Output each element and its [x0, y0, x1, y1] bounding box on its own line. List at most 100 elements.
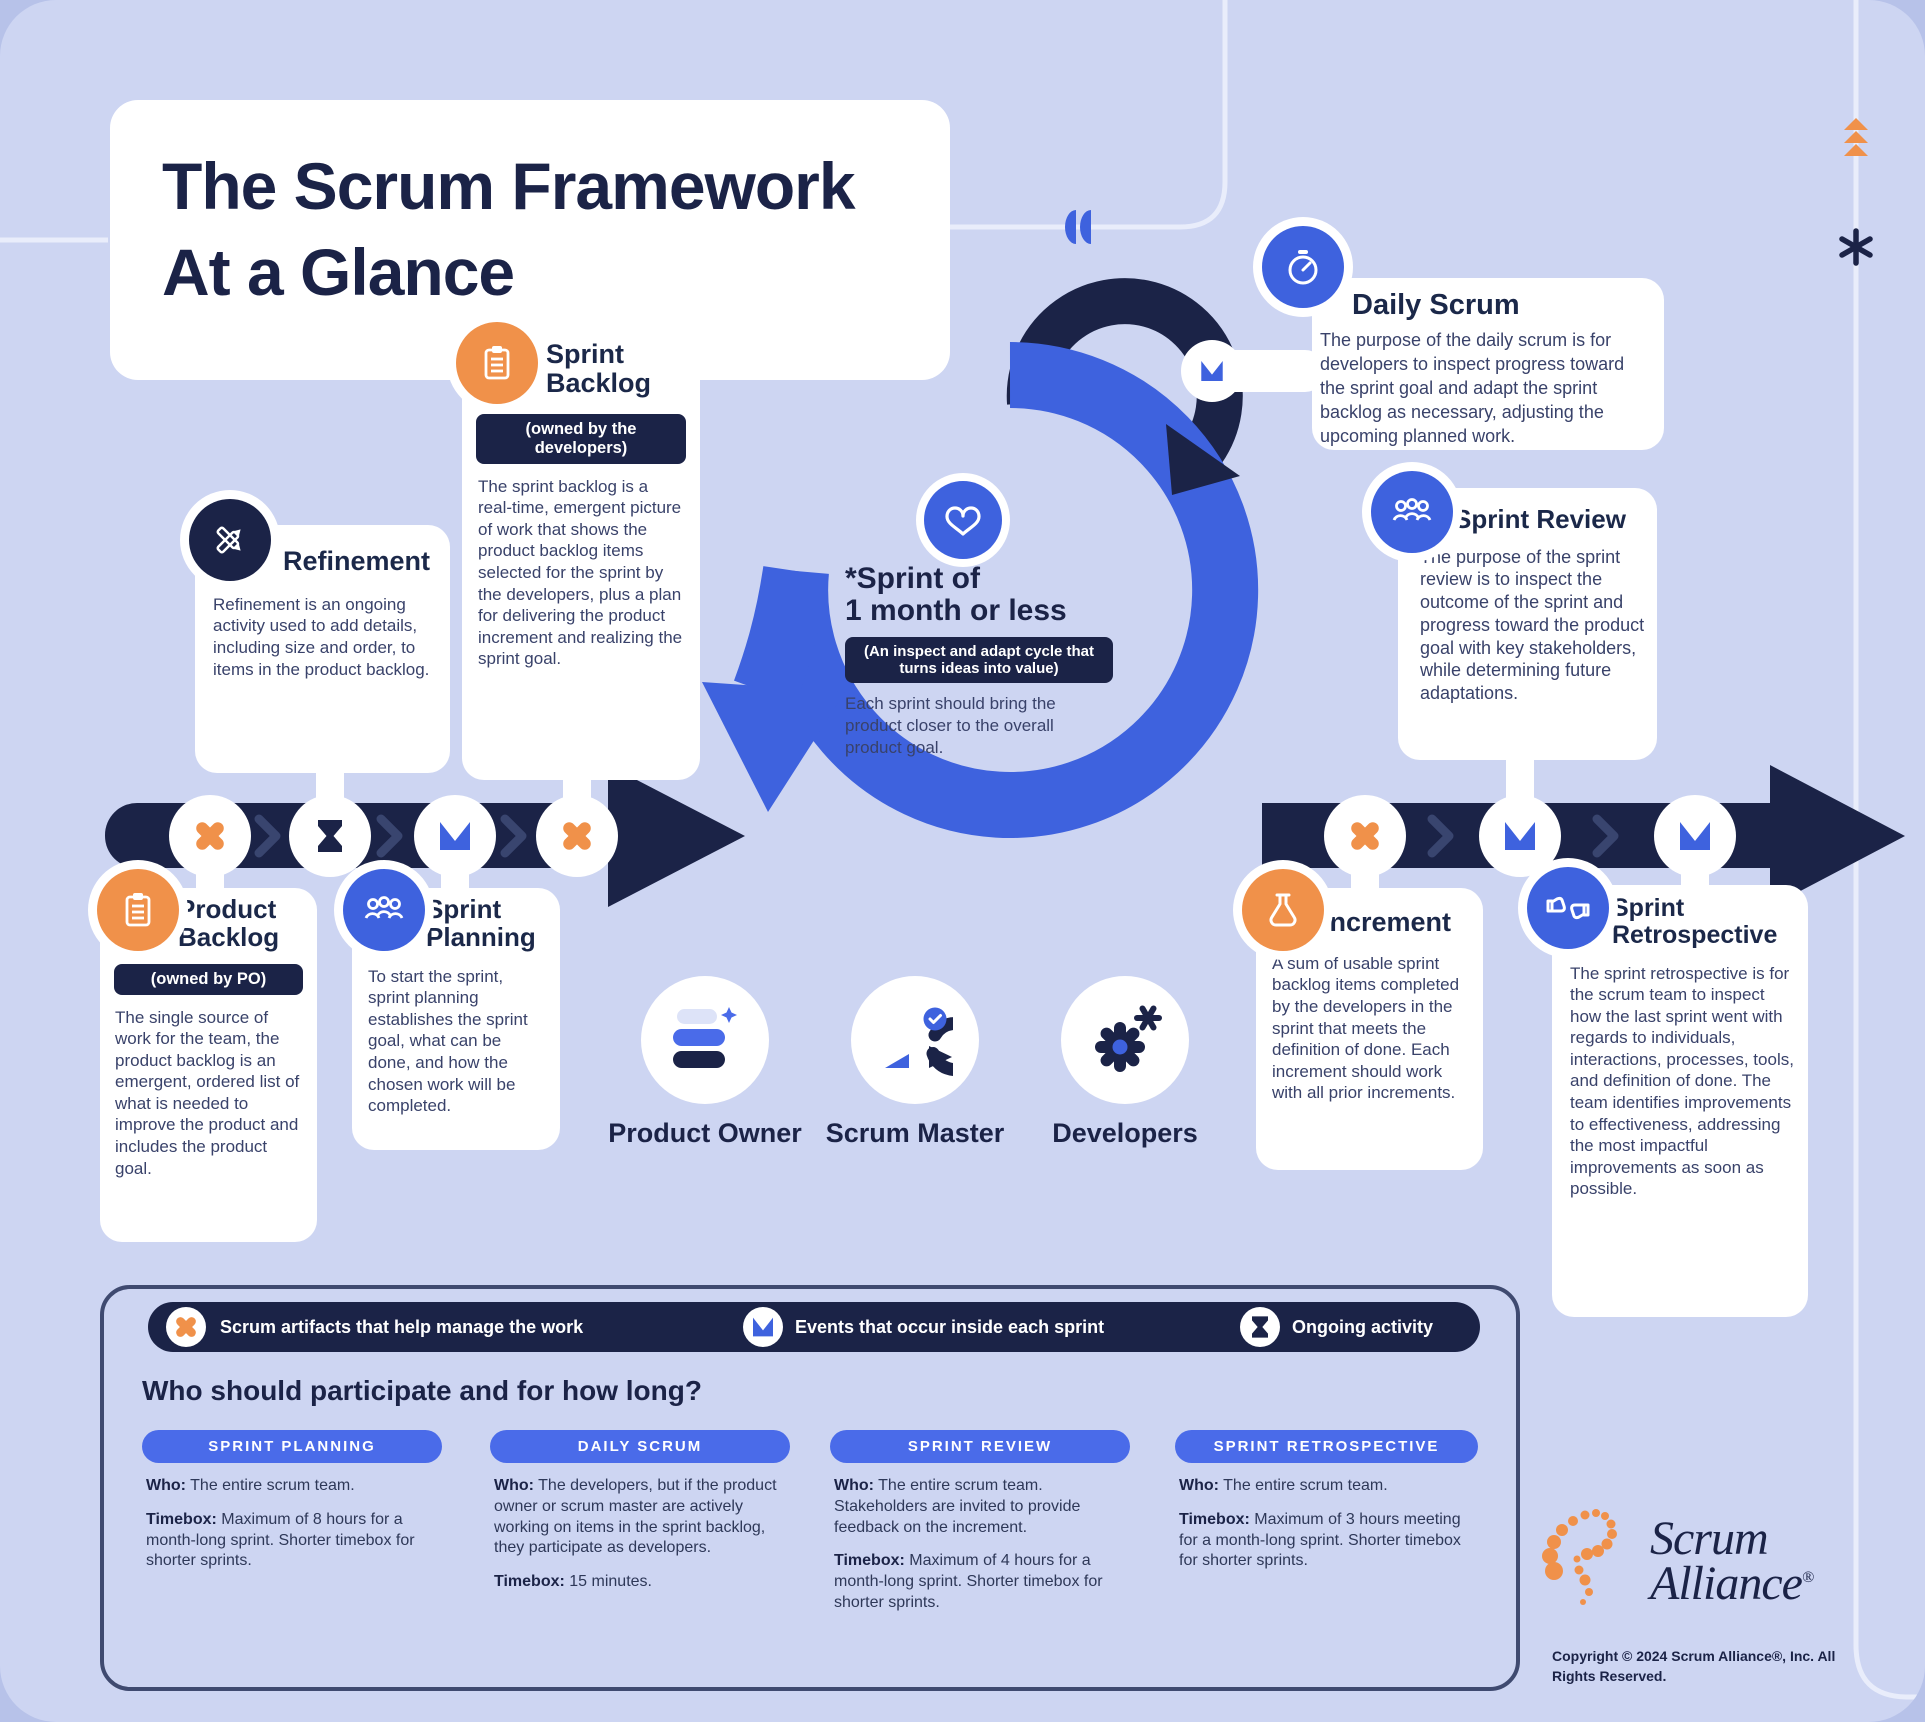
clipboard-icon	[97, 869, 179, 951]
timeline-chevrons	[254, 814, 1619, 858]
participation-col-sprint-retrospective: SPRINT RETROSPECTIVE Who: The entire scr…	[1175, 1430, 1478, 1572]
who-label: Who:	[834, 1477, 874, 1494]
copyright-text: Copyright © 2024 Scrum Alliance®, Inc. A…	[1552, 1648, 1836, 1685]
scrum-loop-check-icon	[885, 1007, 953, 1076]
brand-line2-wrap: Alliance®	[1650, 1560, 1814, 1608]
refinement-title: Refinement	[283, 546, 431, 576]
sprint-cycle-body: Each sprint should bring the product clo…	[845, 694, 1056, 758]
daily-scrum-pill: DAILY SCRUM	[490, 1430, 790, 1463]
increment-title: Increment	[1322, 907, 1452, 937]
thumbs-up-down-icon	[1527, 867, 1609, 949]
who-value: The developers, but if the product owner…	[494, 1477, 777, 1557]
sprint-retrospective-who: Who: The entire scrum team.	[1179, 1476, 1474, 1497]
registered-mark: ®	[1801, 1569, 1814, 1586]
sprint-cycle-title-line1: *Sprint of	[845, 562, 980, 595]
page-title-line2: At a Glance	[162, 234, 515, 309]
sprint-retrospective-timebox: Timebox: Maximum of 3 hours meeting for …	[1179, 1510, 1474, 1572]
artifact-x-icon	[563, 822, 591, 850]
event-flag-icon	[1201, 361, 1223, 381]
brand-line1: Scrum	[1650, 1511, 1769, 1565]
hourglass-icon	[1240, 1307, 1280, 1347]
scrum-alliance-wordmark: Scrum Alliance®	[1650, 1511, 1814, 1608]
sprint-cycle-note-badge: (An inspect and adapt cycle that turns i…	[845, 636, 1113, 684]
timeline-node-sprint-backlog-artifact	[536, 795, 618, 877]
product-backlog-title: Product Backlog	[178, 894, 280, 952]
participation-col-daily-scrum: DAILY SCRUM Who: The developers, but if …	[490, 1430, 790, 1593]
event-flag-icon	[1505, 822, 1535, 850]
sprint-backlog-body: The sprint backlog is a real-time, emerg…	[478, 476, 683, 669]
participation-col-sprint-planning: SPRINT PLANNING Who: The entire scrum te…	[142, 1430, 442, 1572]
daily-scrum-timebox: Timebox: 15 minutes.	[494, 1572, 786, 1593]
developers-label: Developers	[1052, 1118, 1198, 1148]
daily-scrum-loop-event-node	[1181, 340, 1243, 402]
page-title: The Scrum Framework At a Glance	[162, 144, 950, 316]
sprint-planning-who: Who: The entire scrum team.	[146, 1476, 438, 1497]
stopwatch-icon	[1262, 226, 1344, 308]
increment-body: A sum of usable sprint backlog items com…	[1272, 953, 1460, 1103]
artifact-x-icon	[166, 1307, 206, 1347]
timebox-value: 15 minutes.	[569, 1573, 652, 1591]
timebox-label: Timebox:	[494, 1573, 565, 1591]
daily-scrum-who: Who: The developers, but if the product …	[494, 1476, 786, 1559]
product-backlog-body: The single source of work for the team, …	[115, 1007, 300, 1178]
sprint-retrospective-pill: SPRINT RETROSPECTIVE	[1175, 1430, 1478, 1463]
sprint-review-pill: SPRINT REVIEW	[830, 1430, 1130, 1463]
timeline-node-increment-artifact	[1324, 795, 1406, 877]
who-value: The entire scrum team.	[190, 1477, 355, 1494]
timebox-value: Maximum of 8 hours for a month-long spri…	[146, 1510, 415, 1570]
artifact-x-icon	[1351, 822, 1379, 850]
product-backlog-owner-badge: (owned by PO)	[114, 963, 303, 995]
product-owner-circle	[641, 976, 769, 1104]
sprint-retrospective-body: The sprint retrospective is for the scru…	[1570, 963, 1794, 1199]
who-label: Who:	[146, 1477, 186, 1494]
asterisk-icon	[1839, 228, 1873, 266]
card-sprint-backlog: Sprint Backlog (owned by the developers)…	[462, 330, 700, 780]
flask-icon	[1242, 869, 1324, 951]
timeline-node-sprint-planning-event	[414, 795, 496, 877]
daily-scrum-body: The purpose of the daily scrum is for de…	[1320, 330, 1625, 446]
artifact-x-icon	[196, 822, 224, 850]
sprint-heart-node	[916, 473, 1010, 567]
brand-line2: Alliance	[1650, 1557, 1803, 1610]
scrum-master-circle	[851, 976, 979, 1104]
legend-bar: Scrum artifacts that help manage the wor…	[148, 1302, 1480, 1352]
timeline-node-sprint-retrospective-event	[1654, 795, 1736, 877]
legend-events-label: Events that occur inside each sprint	[795, 1317, 1105, 1337]
hourglass-icon	[318, 820, 342, 852]
legend-ongoing-label: Ongoing activity	[1292, 1317, 1434, 1337]
page-title-line1: The Scrum Framework	[162, 149, 856, 223]
scrum-master-label: Scrum Master	[825, 1118, 1005, 1148]
event-flag-icon	[440, 822, 470, 850]
crossed-pencils-icon	[189, 499, 271, 581]
legend-artifacts-label: Scrum artifacts that help manage the wor…	[220, 1317, 584, 1337]
participation-heading: Who should participate and for how long?	[142, 1375, 702, 1406]
sprint-review-who: Who: The entire scrum team. Stakeholders…	[834, 1476, 1126, 1538]
people-group-icon	[1371, 471, 1453, 553]
timebox-label: Timebox:	[146, 1510, 217, 1528]
sprint-cycle-title-line2: 1 month or less	[845, 593, 1067, 627]
daily-scrum-title: Daily Scrum	[1352, 289, 1520, 321]
scrum-alliance-logo: Scrum Alliance®	[1542, 1505, 1814, 1617]
who-value: The entire scrum team.	[1223, 1477, 1388, 1494]
participation-col-sprint-review: SPRINT REVIEW Who: The entire scrum team…	[830, 1430, 1130, 1614]
who-label: Who:	[494, 1477, 534, 1494]
rewind-icon	[1065, 210, 1091, 244]
refinement-body: Refinement is an ongoing activity used t…	[213, 594, 430, 679]
scrum-alliance-logo-mark	[1542, 1509, 1617, 1605]
sprint-planning-body: To start the sprint, sprint planning est…	[368, 966, 528, 1116]
timeline-node-sprint-review-event	[1479, 795, 1561, 877]
timeline-node-product-backlog-artifact	[169, 795, 251, 877]
sprint-retrospective-title: Sprint Retrospective	[1612, 894, 1778, 949]
participation-panel	[100, 1285, 1520, 1691]
sprint-planning-title: Sprint Planning	[426, 894, 536, 952]
who-value: The entire scrum team. Stakeholders are …	[834, 1477, 1081, 1536]
sprint-backlog-owner-badge: (owned by the developers)	[476, 413, 686, 464]
event-flag-icon	[743, 1307, 783, 1347]
sprint-planning-timebox: Timebox: Maximum of 8 hours for a month-…	[146, 1510, 438, 1572]
sprint-review-title: Sprint Review	[1454, 504, 1626, 534]
gears-icon	[1095, 1005, 1162, 1072]
timebox-value: Maximum of 4 hours for a month-long spri…	[834, 1552, 1103, 1611]
product-owner-label: Product Owner	[608, 1118, 802, 1148]
